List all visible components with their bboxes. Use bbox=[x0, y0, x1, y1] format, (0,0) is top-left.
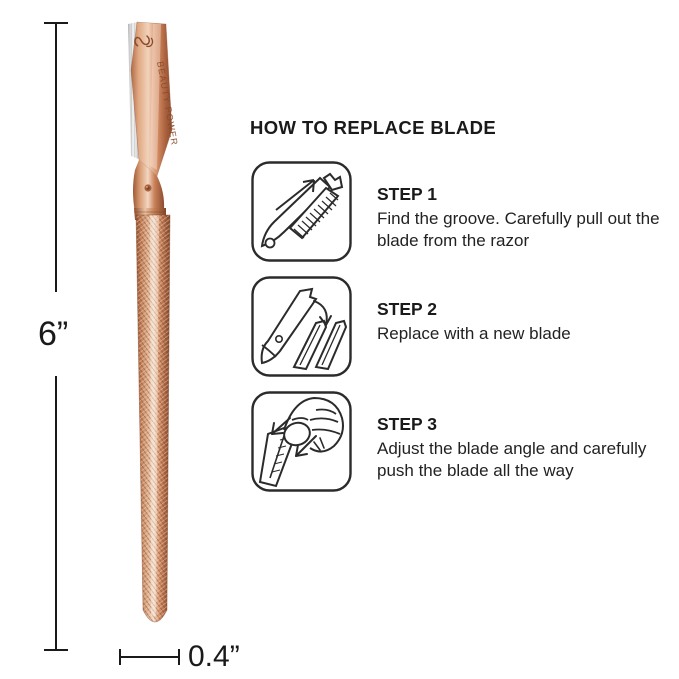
step-label: STEP 2 bbox=[377, 299, 437, 320]
step-row: STEP 3 Adjust the blade angle and carefu… bbox=[250, 390, 675, 493]
step-text: STEP 1 Find the groove. Carefully pull o… bbox=[377, 160, 675, 252]
step-description: Replace with a new blade bbox=[377, 324, 571, 344]
height-dimension-label: 6” bbox=[38, 315, 69, 353]
razor-product-image: BEAUTY POWER bbox=[95, 10, 215, 650]
height-dimension-cap-bottom bbox=[44, 649, 68, 651]
width-dimension-shaft bbox=[120, 656, 180, 658]
step-text: STEP 3 Adjust the blade angle and carefu… bbox=[377, 390, 675, 482]
width-dimension-cap-right bbox=[178, 649, 180, 665]
razor-head-body bbox=[131, 22, 172, 176]
step-label: STEP 1 bbox=[377, 184, 437, 205]
height-dimension-cap-top bbox=[44, 22, 68, 24]
razor-pull-blade-arrow-icon bbox=[250, 160, 353, 263]
instructions-panel: HOW TO REPLACE BLADE bbox=[250, 117, 675, 505]
step-row: STEP 1 Find the groove. Carefully pull o… bbox=[250, 160, 675, 263]
hand-adjust-blade-arrows-icon bbox=[250, 390, 353, 493]
step-label: STEP 3 bbox=[377, 414, 437, 435]
brand-logo-icon bbox=[134, 35, 154, 48]
step-text: STEP 2 Replace with a new blade bbox=[377, 275, 571, 345]
razor-new-blades-arrow-icon bbox=[250, 275, 353, 378]
step-row: STEP 2 Replace with a new blade bbox=[250, 275, 675, 378]
width-dimension-cap-left bbox=[119, 649, 121, 665]
step-description: Adjust the blade angle and carefully pus… bbox=[377, 439, 647, 481]
instructions-title: HOW TO REPLACE BLADE bbox=[250, 117, 497, 138]
height-dimension-label-gap bbox=[48, 292, 64, 376]
step-description: Find the groove. Carefully pull out the … bbox=[377, 209, 660, 251]
width-dimension-label: 0.4” bbox=[188, 640, 240, 673]
